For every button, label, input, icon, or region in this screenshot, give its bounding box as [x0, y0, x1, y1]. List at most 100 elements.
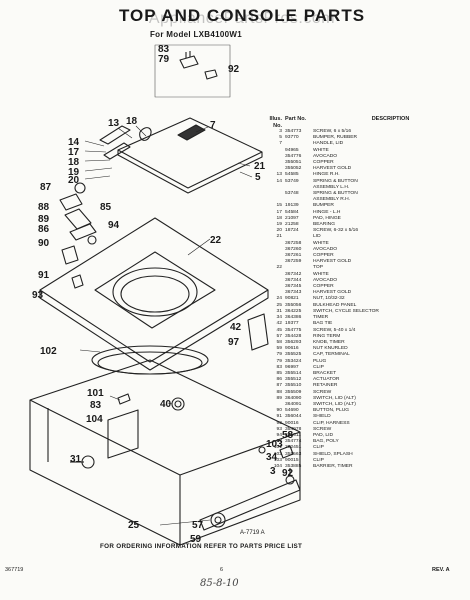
part-no-cell: 53748	[285, 191, 299, 197]
svg-text:17: 17	[68, 147, 80, 158]
illus-no-cell: 15	[276, 203, 282, 209]
illus-no-cell: 93	[276, 426, 282, 432]
description-cell: PLUG	[313, 358, 327, 364]
part-no-cell: 354428	[285, 333, 302, 339]
part-no-cell: 354775	[285, 327, 302, 333]
part-no-cell: 19377	[285, 321, 299, 327]
description-cell: SWITCH, LID (ALT)	[313, 395, 356, 401]
svg-text:102: 102	[40, 346, 57, 357]
ordering-info: FOR ORDERING INFORMATION REFER TO PARTS …	[100, 543, 303, 550]
description-cell: CLIP, HARNESS	[313, 420, 350, 426]
description-cell: SPRING & BUTTON	[313, 178, 358, 184]
description-cell: AVOCADO	[313, 246, 338, 252]
illus-no-cell: 88	[276, 389, 282, 395]
description-cell: CLIP	[313, 457, 324, 463]
description-cell: SWITCH, LID (ALT)	[313, 401, 356, 407]
svg-text:89: 89	[38, 214, 50, 225]
description-cell: HARVEST GOLD	[313, 259, 352, 265]
table-row: 367344 AVOCADO	[262, 278, 468, 284]
part-no-cell: 364090	[285, 395, 302, 401]
part-no-cell: 54584	[285, 209, 299, 215]
part-no-cell: 367344	[285, 277, 302, 283]
illus-no-cell: 58	[276, 339, 282, 345]
description-cell: COPPER	[313, 284, 334, 290]
page-title: TOP AND CONSOLE PARTS	[118, 6, 366, 25]
illus-no-cell: 59	[276, 346, 282, 352]
description-cell: SCREW, 6 x 5/16	[313, 129, 352, 134]
description-cell: SWITCH, CYCLE SELECTOR	[313, 308, 379, 314]
description-cell: BAG TIE	[313, 321, 333, 327]
svg-text:5: 5	[255, 172, 261, 183]
description-cell: CLIP	[313, 445, 324, 451]
description-cell: AVOCADO	[313, 153, 338, 159]
description-cell: SCREW	[313, 389, 332, 395]
part-no-cell: 355052	[285, 166, 302, 172]
svg-text:86: 86	[38, 224, 50, 235]
description-cell: WHITE	[313, 271, 329, 277]
svg-text:42: 42	[230, 322, 242, 333]
illus-no-cell: 83	[276, 364, 282, 370]
illus-no-cell: 104	[273, 463, 282, 469]
svg-text:91: 91	[38, 270, 50, 281]
description-cell: BARRIER, TIMER	[313, 463, 353, 469]
description-cell: ACTUATOR	[313, 377, 340, 383]
svg-text:103: 103	[266, 439, 283, 450]
svg-text:85: 85	[100, 202, 112, 213]
illus-no-cell: 92	[276, 420, 282, 426]
description-cell: AVOCADO	[313, 277, 338, 283]
svg-text:83: 83	[90, 400, 102, 411]
illus-no-cell: 90	[276, 408, 282, 414]
svg-text:101: 101	[87, 388, 104, 399]
description-cell: BAG, POLY	[313, 439, 339, 445]
description-cell: RING TERM	[313, 333, 341, 339]
illus-no-cell: 14	[276, 178, 282, 184]
table-row: 364091 SWITCH, LID (ALT)	[262, 402, 468, 408]
part-no-cell: 354776	[285, 153, 302, 159]
svg-text:14: 14	[68, 137, 80, 148]
description-cell: PAD, LID	[313, 432, 334, 438]
illus-no-cell: 20	[276, 228, 282, 234]
col-desc-header: DESCRIPTION	[371, 116, 410, 122]
part-no-cell: 364091	[285, 401, 302, 407]
description-cell: NUT KNURLED	[313, 346, 348, 352]
illus-no-cell: 103	[273, 457, 282, 463]
page-number: 6	[220, 567, 224, 573]
description-cell: SHIELD, SPLASH	[313, 451, 353, 457]
description-cell: BUMPER	[313, 203, 334, 209]
illus-no-cell: 22	[276, 265, 282, 271]
part-no-cell: 21258	[285, 222, 299, 228]
part-no-cell: 353424	[285, 358, 302, 364]
description-cell: CAP, TERMINAL	[313, 352, 350, 358]
watermark-text: AppliancePartsPros.com	[148, 10, 336, 27]
svg-text:34: 34	[266, 452, 278, 463]
handwritten-note: 85-8-10	[200, 578, 239, 589]
col-illus-header: Illus. No.	[269, 116, 282, 129]
